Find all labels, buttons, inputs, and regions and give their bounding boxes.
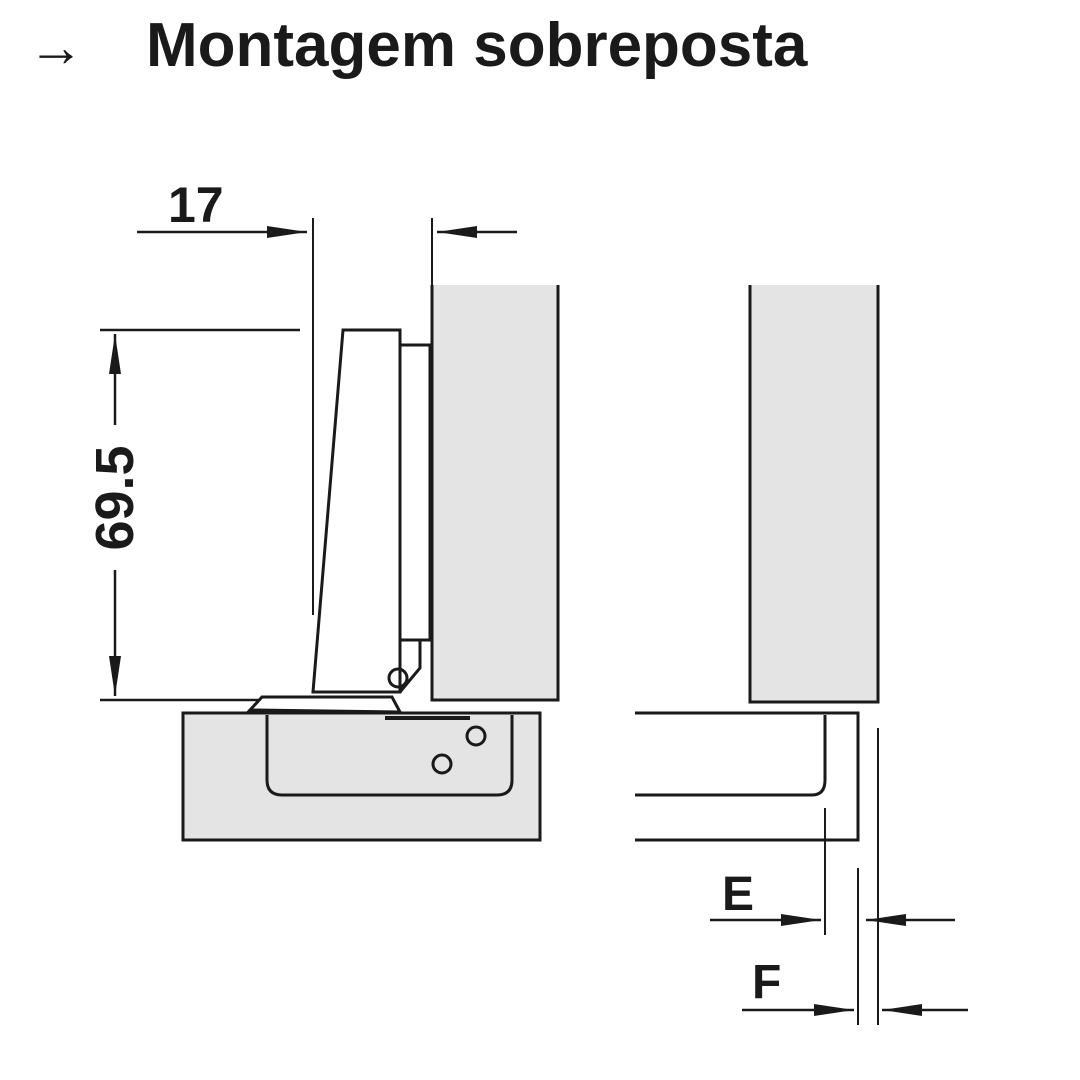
screw-hole-icon <box>465 725 487 747</box>
page-title: Montagem sobreposta <box>146 11 808 80</box>
screw-hole-icon <box>431 753 453 775</box>
dimension-label-e: E <box>722 868 754 921</box>
dimension-f: F <box>742 868 968 1025</box>
dimension-17: 17 <box>137 177 517 615</box>
dimension-69-5: 69.5 <box>85 328 300 702</box>
title-arrow: → <box>28 15 84 78</box>
right-cabinet-panel <box>635 711 860 842</box>
left-door-panel <box>430 285 560 702</box>
dimension-label-f: F <box>752 956 781 1009</box>
hinge-pivot-icon <box>387 667 409 689</box>
hinge-cup <box>265 715 514 797</box>
left-cabinet-panel <box>181 695 542 842</box>
hinge-arm <box>311 328 432 694</box>
right-door-panel <box>748 285 880 704</box>
dimension-label-17: 17 <box>168 177 224 233</box>
dimension-e: E <box>710 728 955 1025</box>
mounting-plate <box>246 695 403 714</box>
dimension-label-69-5: 69.5 <box>85 445 145 550</box>
